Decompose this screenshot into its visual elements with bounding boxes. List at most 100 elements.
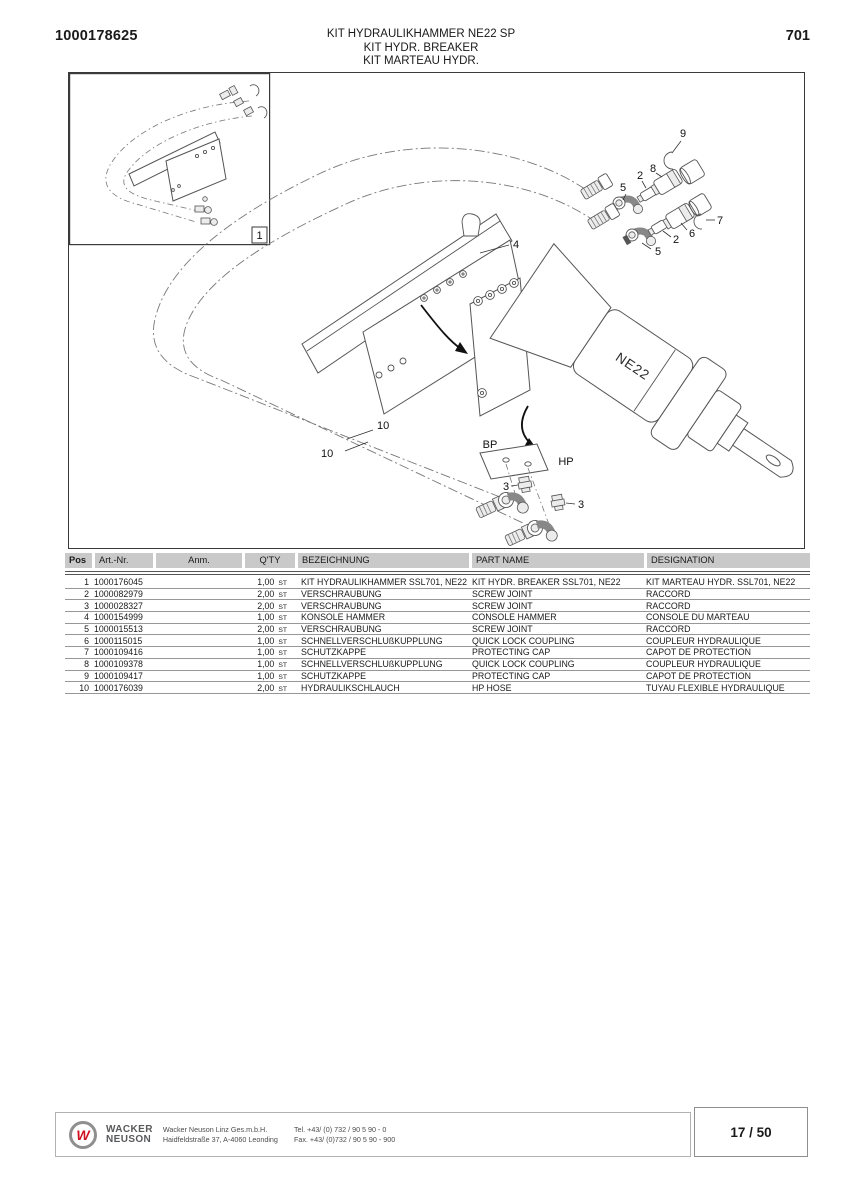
cell-pos: 6 bbox=[84, 635, 89, 646]
callout-6: 6 bbox=[689, 228, 695, 240]
company-phones: Tel. +43/ (0) 732 / 90 5 90 - 0 Fax. +43… bbox=[293, 1125, 396, 1144]
col-pos: Pos bbox=[65, 553, 92, 568]
cell-bezeichnung: SCHNELLVERSCHLUßKUPPLUNG bbox=[301, 635, 443, 646]
callout-2-bottom: 2 bbox=[673, 234, 679, 246]
callout-3-right: 3 bbox=[578, 499, 584, 511]
cell-art: 1000015513 bbox=[94, 624, 143, 635]
cell-art: 1000028327 bbox=[94, 600, 143, 611]
cell-art: 1000082979 bbox=[94, 589, 143, 600]
cell-designation: TUYAU FLEXIBLE HYDRAULIQUE bbox=[646, 682, 785, 693]
hp-hose-outer bbox=[153, 147, 586, 498]
flange-bolts bbox=[473, 278, 519, 398]
callout-2-top: 2 bbox=[637, 170, 643, 182]
protecting-cap-9-clip bbox=[663, 151, 674, 170]
cell-bezeichnung: KIT HYDRAULIKHAMMER SSL701, NE22 bbox=[301, 577, 468, 588]
page-indicator: 17 / 50 bbox=[694, 1107, 808, 1157]
title-line-fr: KIT MARTEAU HYDR. bbox=[363, 55, 479, 67]
hose-end-top bbox=[580, 173, 613, 200]
group-code: 701 bbox=[785, 28, 810, 44]
title-line-de: KIT HYDRAULIKHAMMER NE22 SP bbox=[326, 28, 516, 40]
cell-art: 1000115015 bbox=[94, 635, 143, 646]
protecting-cap-7 bbox=[688, 193, 712, 217]
cell-part-name: QUICK LOCK COUPLING bbox=[472, 635, 575, 646]
port-plate bbox=[479, 443, 549, 480]
cell-pos: 5 bbox=[84, 624, 89, 635]
callout-4: 4 bbox=[513, 239, 519, 251]
cell-designation: CONSOLE DU MARTEAU bbox=[646, 612, 750, 623]
port-label-bp: BP bbox=[483, 439, 498, 451]
cell-art: 1000176045 bbox=[94, 577, 143, 588]
elbow-fitting-bottom-1 bbox=[475, 492, 529, 518]
cell-bezeichnung: SCHUTZKAPPE bbox=[301, 670, 367, 681]
plate-hook bbox=[461, 213, 481, 237]
cell-art: 1000109416 bbox=[94, 647, 143, 658]
hose-end-bottom bbox=[587, 203, 620, 230]
cell-bezeichnung: KONSOLE HAMMER bbox=[301, 612, 386, 623]
cell-designation: KIT MARTEAU HYDR. SSL701, NE22 bbox=[646, 577, 796, 588]
cell-art: 1000109417 bbox=[94, 670, 143, 681]
col-designation: DESIGNATION bbox=[647, 553, 810, 568]
exploded-diagram-frame: 1 10 10 4 bbox=[68, 72, 805, 549]
fitting-3-right bbox=[550, 493, 566, 512]
cell-designation: RACCORD bbox=[646, 624, 691, 635]
breaker-body: NE22 bbox=[489, 242, 794, 478]
cell-designation: COUPLEUR HYDRAULIQUE bbox=[646, 659, 761, 670]
protecting-cap-9 bbox=[679, 159, 705, 185]
cell-pos: 7 bbox=[84, 647, 89, 658]
mini-fittings-bottom bbox=[194, 196, 218, 226]
cell-designation: RACCORD bbox=[646, 589, 691, 600]
col-bezeichnung: BEZEICHNUNG bbox=[298, 553, 469, 568]
fitting-3-left bbox=[517, 475, 533, 494]
callout-8: 8 bbox=[650, 163, 656, 175]
cell-pos: 10 bbox=[79, 682, 89, 693]
callout-5-bottom: 5 bbox=[655, 246, 661, 258]
cell-bezeichnung: SCHUTZKAPPE bbox=[301, 647, 367, 658]
cell-part-name: SCREW JOINT bbox=[472, 600, 533, 611]
brand-wordmark: WACKER NEUSON bbox=[106, 1124, 153, 1145]
callout-10-b: 10 bbox=[321, 448, 333, 460]
console-hammer-plate bbox=[301, 213, 529, 415]
cell-part-name: SCREW JOINT bbox=[472, 624, 533, 635]
cell-designation: RACCORD bbox=[646, 600, 691, 611]
cell-part-name: PROTECTING CAP bbox=[472, 647, 551, 658]
cell-designation: COUPLEUR HYDRAULIQUE bbox=[646, 635, 761, 646]
cell-part-name: CONSOLE HAMMER bbox=[472, 612, 557, 623]
cell-part-name: HP HOSE bbox=[472, 682, 512, 693]
header-divider bbox=[65, 571, 810, 575]
inset-overview: 1 bbox=[69, 73, 271, 246]
col-part-name: PART NAME bbox=[472, 553, 644, 568]
parts-table: Pos Art.-Nr. Anm. Q'TY BEZEICHNUNG PART … bbox=[65, 553, 810, 694]
cell-art: 1000109378 bbox=[94, 659, 143, 670]
elbow-5-bottom bbox=[622, 227, 656, 246]
callout-7: 7 bbox=[717, 215, 723, 227]
callout-5-top: 5 bbox=[620, 182, 626, 194]
company-address: Wacker Neuson Linz Ges.m.b.H. Haidfeldst… bbox=[162, 1125, 278, 1144]
callout-10-a: 10 bbox=[377, 420, 389, 432]
quick-coupling-6 bbox=[662, 203, 695, 230]
cell-part-name: KIT HYDR. BREAKER SSL701, NE22 bbox=[472, 577, 621, 588]
cell-bezeichnung: SCHNELLVERSCHLUßKUPPLUNG bbox=[301, 659, 443, 670]
wacker-neuson-logo-icon: W bbox=[69, 1120, 97, 1149]
quick-coupling-8 bbox=[650, 169, 683, 196]
col-qty: Q'TY bbox=[245, 553, 295, 568]
col-art-nr: Art.-Nr. bbox=[95, 553, 153, 568]
